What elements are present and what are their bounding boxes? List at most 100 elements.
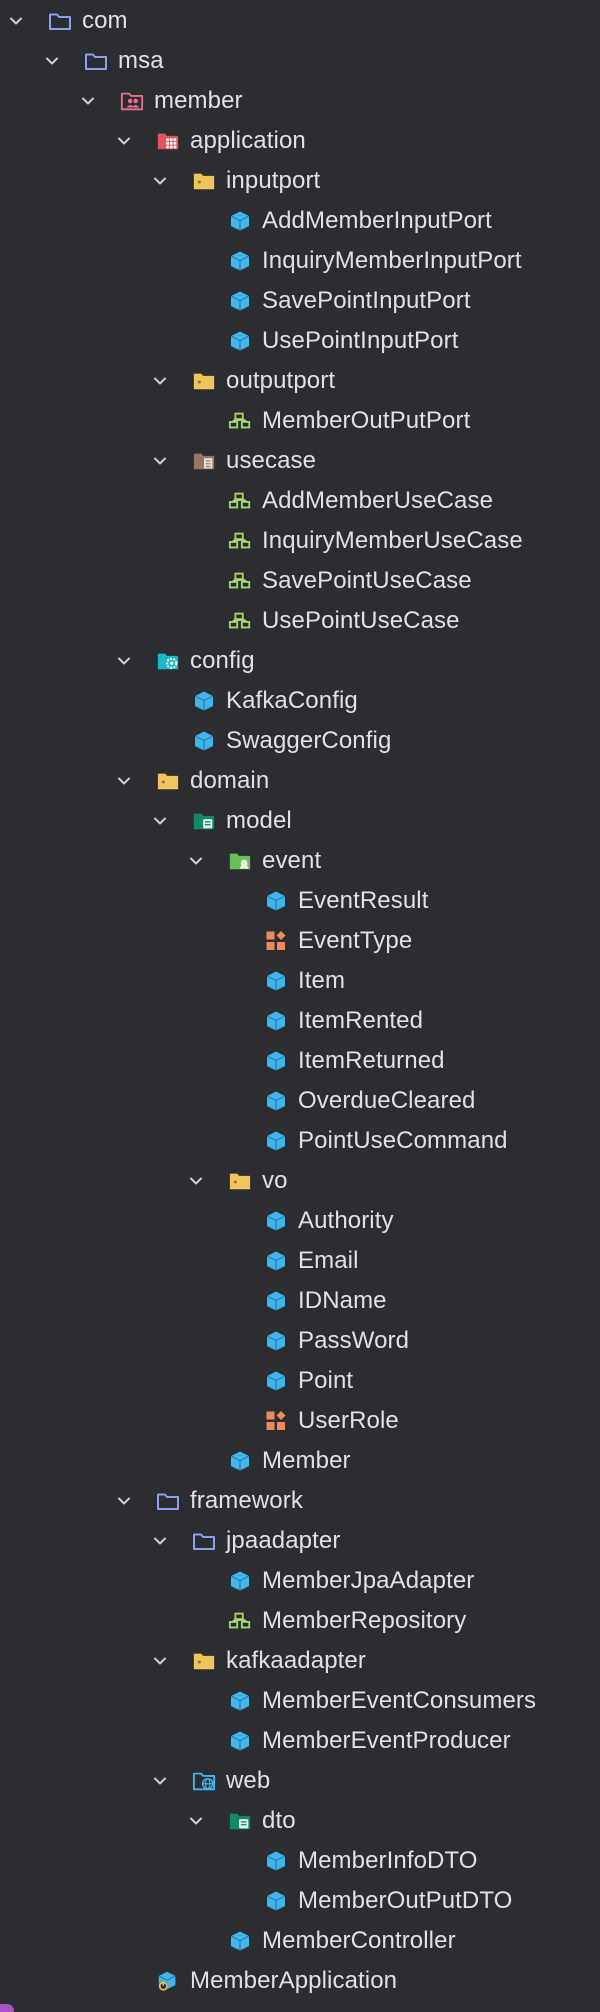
- tree-item-outputport[interactable]: outputport: [0, 361, 600, 401]
- chevron-down-icon[interactable]: [116, 773, 132, 789]
- chevron-down-icon[interactable]: [80, 93, 96, 109]
- tree-item-label: EventType: [298, 927, 413, 954]
- tree-item-member-event-producer[interactable]: MemberEventProducer: [0, 1721, 600, 1761]
- tree-item-label: ItemReturned: [298, 1047, 445, 1074]
- chevron-down-icon[interactable]: [152, 453, 168, 469]
- tree-item-add-member-input-port[interactable]: AddMemberInputPort: [0, 201, 600, 241]
- tree-item-label: MemberInfoDTO: [298, 1847, 478, 1874]
- chevron-down-icon[interactable]: [188, 1813, 204, 1829]
- tree-item-label: AddMemberUseCase: [262, 487, 494, 514]
- tree-item-web[interactable]: web: [0, 1761, 600, 1801]
- class-icon: [264, 970, 288, 992]
- tree-item-com[interactable]: com: [0, 1, 600, 41]
- tree-item-point[interactable]: Point: [0, 1361, 600, 1401]
- chevron-down-icon[interactable]: [152, 1533, 168, 1549]
- tree-item-member[interactable]: member: [0, 81, 600, 121]
- chevron-down-icon[interactable]: [116, 653, 132, 669]
- grid-folder-icon: [156, 130, 180, 152]
- tree-item-label: Email: [298, 1247, 359, 1274]
- chevron-down-icon[interactable]: [188, 853, 204, 869]
- tree-item-overdue-cleared[interactable]: OverdueCleared: [0, 1081, 600, 1121]
- chevron-down-icon[interactable]: [116, 1493, 132, 1509]
- usecase-folder-icon: [192, 450, 216, 472]
- tree-item-user-role[interactable]: UserRole: [0, 1401, 600, 1441]
- tree-item-item-rented[interactable]: ItemRented: [0, 1001, 600, 1041]
- tree-item-label: model: [226, 807, 292, 834]
- tree-item-label: domain: [190, 767, 270, 794]
- class-icon: [228, 1690, 252, 1712]
- class-icon: [228, 1730, 252, 1752]
- class-icon: [264, 1290, 288, 1312]
- tree-item-swagger-config[interactable]: SwaggerConfig: [0, 721, 600, 761]
- tree-item-label: event: [262, 847, 322, 874]
- class-icon: [264, 1250, 288, 1272]
- tree-item-point-use-command[interactable]: PointUseCommand: [0, 1121, 600, 1161]
- tree-item-event[interactable]: event: [0, 841, 600, 881]
- chevron-down-icon[interactable]: [152, 1773, 168, 1789]
- folder-icon: [48, 10, 72, 32]
- tree-item-event-result[interactable]: EventResult: [0, 881, 600, 921]
- tree-item-model[interactable]: model: [0, 801, 600, 841]
- tree-item-email[interactable]: Email: [0, 1241, 600, 1281]
- tree-item-label: inputport: [226, 167, 321, 194]
- tree-item-save-point-use-case[interactable]: SavePointUseCase: [0, 561, 600, 601]
- tree-item-member-out-put-dto[interactable]: MemberOutPutDTO: [0, 1881, 600, 1921]
- interface-icon: [228, 410, 252, 432]
- tree-item-save-point-input-port[interactable]: SavePointInputPort: [0, 281, 600, 321]
- tree-item-config[interactable]: config: [0, 641, 600, 681]
- tree-item-label: outputport: [226, 367, 336, 394]
- tree-item-item-returned[interactable]: ItemReturned: [0, 1041, 600, 1081]
- chevron-down-icon[interactable]: [152, 373, 168, 389]
- tree-item-member-out-put-port[interactable]: MemberOutPutPort: [0, 401, 600, 441]
- tree-item-member[interactable]: Member: [0, 1441, 600, 1481]
- tree-item-event-type[interactable]: EventType: [0, 921, 600, 961]
- chevron-down-icon[interactable]: [188, 1173, 204, 1189]
- tree-item-jpaadapter[interactable]: jpaadapter: [0, 1521, 600, 1561]
- tree-item-add-member-use-case[interactable]: AddMemberUseCase: [0, 481, 600, 521]
- tree-item-use-point-use-case[interactable]: UsePointUseCase: [0, 601, 600, 641]
- tree-item-label: Authority: [298, 1207, 394, 1234]
- tree-item-item[interactable]: Item: [0, 961, 600, 1001]
- tree-item-kafkaadapter[interactable]: kafkaadapter: [0, 1641, 600, 1681]
- tree-item-usecase[interactable]: usecase: [0, 441, 600, 481]
- tree-item-label: jpaadapter: [226, 1527, 341, 1554]
- chevron-down-icon[interactable]: [116, 133, 132, 149]
- tree-item-inquiry-member-use-case[interactable]: InquiryMemberUseCase: [0, 521, 600, 561]
- tree-item-member-repository[interactable]: MemberRepository: [0, 1601, 600, 1641]
- class-icon: [228, 210, 252, 232]
- tree-item-member-event-consumers[interactable]: MemberEventConsumers: [0, 1681, 600, 1721]
- chevron-down-icon[interactable]: [44, 53, 60, 69]
- tree-item-domain[interactable]: domain: [0, 761, 600, 801]
- tree-item-label: SavePointUseCase: [262, 567, 472, 594]
- tree-item-member-application[interactable]: MemberApplication: [0, 1961, 600, 2001]
- tree-item-framework[interactable]: framework: [0, 1481, 600, 1521]
- module-folder-icon: [120, 90, 144, 112]
- tree-item-member-jpa-adapter[interactable]: MemberJpaAdapter: [0, 1561, 600, 1601]
- tree-item-application[interactable]: application: [0, 121, 600, 161]
- class-icon: [228, 290, 252, 312]
- tree-item-inputport[interactable]: inputport: [0, 161, 600, 201]
- tree-item-authority[interactable]: Authority: [0, 1201, 600, 1241]
- tree-item-inquiry-member-input-port[interactable]: InquiryMemberInputPort: [0, 241, 600, 281]
- tree-item-dto[interactable]: dto: [0, 1801, 600, 1841]
- chevron-down-icon[interactable]: [152, 173, 168, 189]
- tree-item-vo[interactable]: vo: [0, 1161, 600, 1201]
- tree-item-member-info-dto[interactable]: MemberInfoDTO: [0, 1841, 600, 1881]
- package-folder-icon: [192, 170, 216, 192]
- tree-item-label: MemberOutPutDTO: [298, 1887, 513, 1914]
- spring-boot-class-icon: [156, 1970, 180, 1992]
- model-folder-icon: [228, 1810, 252, 1832]
- tree-item-pass-word[interactable]: PassWord: [0, 1321, 600, 1361]
- tree-item-member-controller[interactable]: MemberController: [0, 1921, 600, 1961]
- tree-item-label: MemberApplication: [190, 1967, 398, 1994]
- chevron-down-icon[interactable]: [152, 813, 168, 829]
- tree-item-msa[interactable]: msa: [0, 41, 600, 81]
- class-icon: [228, 1450, 252, 1472]
- chevron-down-icon[interactable]: [152, 1653, 168, 1669]
- chevron-down-icon[interactable]: [8, 13, 24, 29]
- class-icon: [192, 730, 216, 752]
- class-icon: [264, 890, 288, 912]
- tree-item-idname[interactable]: IDName: [0, 1281, 600, 1321]
- tree-item-use-point-input-port[interactable]: UsePointInputPort: [0, 321, 600, 361]
- tree-item-kafka-config[interactable]: KafkaConfig: [0, 681, 600, 721]
